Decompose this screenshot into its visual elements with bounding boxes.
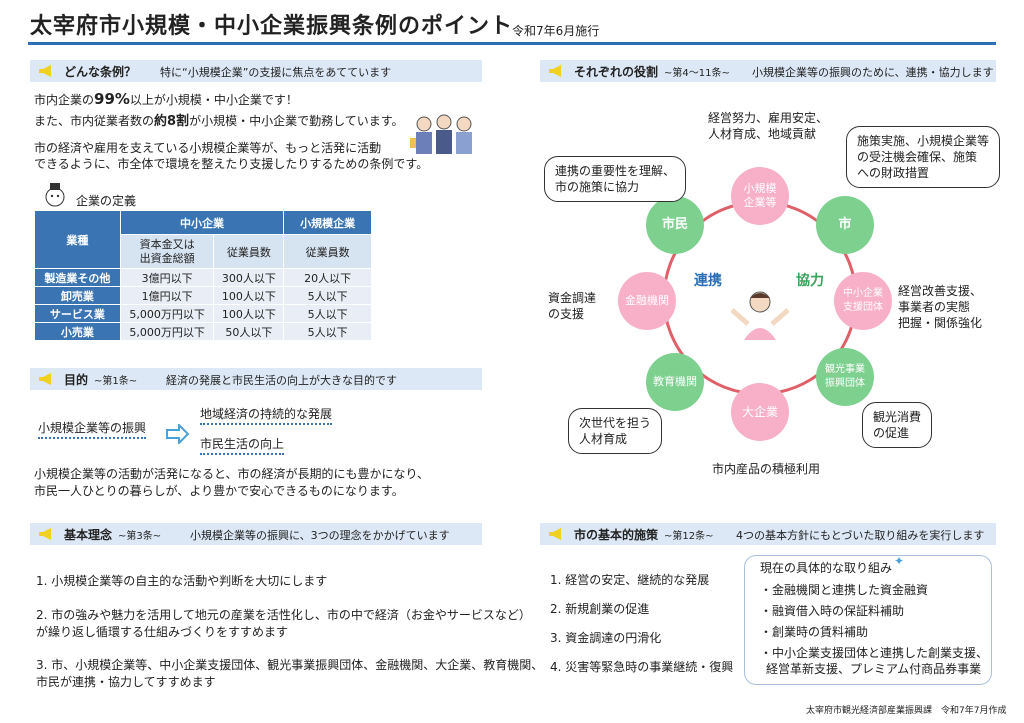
principle-2a: 2. 市の強みや魅力を活用して地元の産業を活性化し、市の中で経済（お金やサービス…: [36, 608, 531, 622]
person-illustration: [730, 291, 790, 340]
header-small: 小規模企業: [283, 210, 372, 235]
measure-3: ・創業時の賃料補助: [760, 625, 869, 639]
title-underline: [28, 42, 996, 45]
header-sme: 中小企業: [119, 210, 285, 235]
header-industry: 業種: [34, 210, 121, 269]
purpose-para-2: 市民一人ひとりの暮らしが、より豊かで安心できるものになります。: [34, 484, 404, 498]
page-title: 太宰府市小規模・中小企業振興条例のポイント: [30, 14, 514, 39]
mascot-icon: [45, 183, 65, 207]
megaphone-icon: [39, 528, 51, 540]
header-employees-small: 従業員数: [283, 234, 372, 269]
megaphone-icon: [549, 65, 561, 77]
role-sme-support: 経営改善支援、 事業者の実態 把握・関係強化: [898, 284, 983, 330]
node-city: 市: [816, 196, 874, 254]
header-capital: 資本金又は 出資金総額: [119, 234, 215, 269]
section-bar-principles: 基本理念~第3条~ 小規模企業等の振興に、3つの理念をかかげています: [30, 523, 482, 545]
purpose-from: 小規模企業等の振興: [38, 420, 147, 439]
sparkle-icon: ✦: [894, 554, 905, 568]
role-financial: 資金調達 の支援: [548, 291, 597, 321]
section-bar-about: どんな条例？ 特に“小規模企業”の支援に焦点をあてています: [30, 60, 482, 82]
policy-1: 1. 経営の安定、継続的な発展: [550, 573, 710, 587]
node-sme-support: 中小企業 支援団体: [834, 272, 892, 330]
current-measures-box: [744, 555, 992, 685]
node-tourism: 観光事業 振興団体: [816, 348, 874, 406]
header-employees: 従業員数: [213, 234, 285, 269]
principle-3b: 市民が連携・協力してすすめます: [36, 675, 216, 689]
section-desc: 経済の発展と市民生活の向上が大きな目的です: [166, 374, 397, 387]
megaphone-icon: [39, 65, 51, 77]
section-bar-roles: それぞれの役割~第4～11条~ 小規模企業等の振興のために、連携・協力します: [540, 60, 996, 82]
measures-title: 現在の具体的な取り組み: [760, 561, 893, 575]
megaphone-icon: [39, 373, 51, 385]
section-desc: 小規模企業等の振興に、3つの理念をかかげています: [190, 529, 450, 542]
intro-line-1: 市内企業の99%以上が小規模・中小企業です！: [34, 90, 298, 108]
role-small-business: 経営努力、雇用安定、 人材育成、地域貢献: [708, 111, 829, 141]
role-city: 施策実施、小規模企業等 の受注機会確保、施策 への財政措置: [846, 126, 1001, 188]
intro-para-2: できるように、市全体で環境を整えたり支援したりするための条例です。: [34, 157, 429, 171]
purpose-to-1: 地域経済の持続的な発展: [200, 406, 333, 425]
role-big-company: 市内産品の積極利用: [712, 462, 821, 476]
section-bar-purpose: 目的~第1条~ 経済の発展と市民生活の向上が大きな目的です: [30, 368, 482, 390]
megaphone-icon: [549, 528, 561, 540]
section-heading: どんな条例？: [64, 65, 137, 79]
node-citizen: 市民: [646, 196, 704, 254]
intro-line-2: また、市内従業者数の約8割が小規模・中小企業で勤務しています。: [34, 114, 404, 129]
word-coop: 協力: [796, 273, 824, 289]
policy-3: 3. 資金調達の円滑化: [550, 631, 662, 645]
role-tourism: 観光消費 の促進: [862, 402, 933, 448]
node-financial: 金融機関: [618, 272, 676, 330]
section-desc: 特に“小規模企業”の支援に焦点をあてています: [160, 66, 392, 79]
node-small-business: 小規模 企業等: [731, 167, 789, 225]
node-big-company: 大企業: [731, 383, 789, 441]
section-bar-measures: 市の基本的施策~第12条~ 4つの基本方針にもとづいた取り組みを実行します: [540, 523, 996, 545]
enforcement-date: 令和7年6月施行: [512, 24, 600, 38]
principle-3a: 3. 市、小規模企業等、中小企業支援団体、観光事業振興団体、金融機関、大企業、教…: [36, 658, 544, 672]
definition-title: 企業の定義: [76, 194, 137, 208]
role-education: 次世代を担う 人材育成: [568, 408, 663, 454]
policy-2: 2. 新規創業の促進: [550, 602, 650, 616]
policy-4: 4. 災害等緊急時の事業継続・復興: [550, 660, 734, 674]
node-education: 教育機関: [646, 353, 704, 411]
measure-1: ・金融機関と連携した資金融資: [760, 583, 929, 597]
footer-credit: 太宰府市観光経済部産業振興課 令和7年7月作成: [806, 706, 1007, 716]
section-desc: 小規模企業等の振興のために、連携・協力します: [752, 66, 994, 79]
arrow-right-icon: [166, 424, 189, 444]
purpose-to-2: 市民生活の向上: [200, 436, 285, 455]
purpose-para-1: 小規模企業等の活動が活発になると、市の経済が長期的にも豊かになり、: [34, 467, 430, 481]
word-link: 連携: [694, 273, 722, 289]
definition-table: 業種 中小企業 小規模企業 資本金又は 出資金総額 従業員数 従業員数 製造業そ…: [34, 210, 372, 341]
section-desc: 4つの基本方針にもとづいた取り組みを実行します: [736, 529, 985, 542]
principle-2b: が繰り返し循環する仕組みづくりをすすめます: [36, 625, 289, 639]
measure-4b: 経営革新支援、プレミアム付商品券事業: [766, 662, 982, 676]
measure-2: ・融資借入時の保証料補助: [760, 604, 905, 618]
principle-1: 1. 小規模企業等の自主的な活動や判断を大切にします: [36, 574, 328, 588]
workers-illustration: [410, 114, 472, 154]
intro-para-1: 市の経済や雇用を支えている小規模企業等が、もっと活発に活動: [34, 141, 382, 155]
measure-4a: ・中小企業支援団体と連携した創業支援、: [760, 646, 989, 660]
role-citizen: 連携の重要性を理解、 市の施策に協力: [544, 156, 687, 202]
